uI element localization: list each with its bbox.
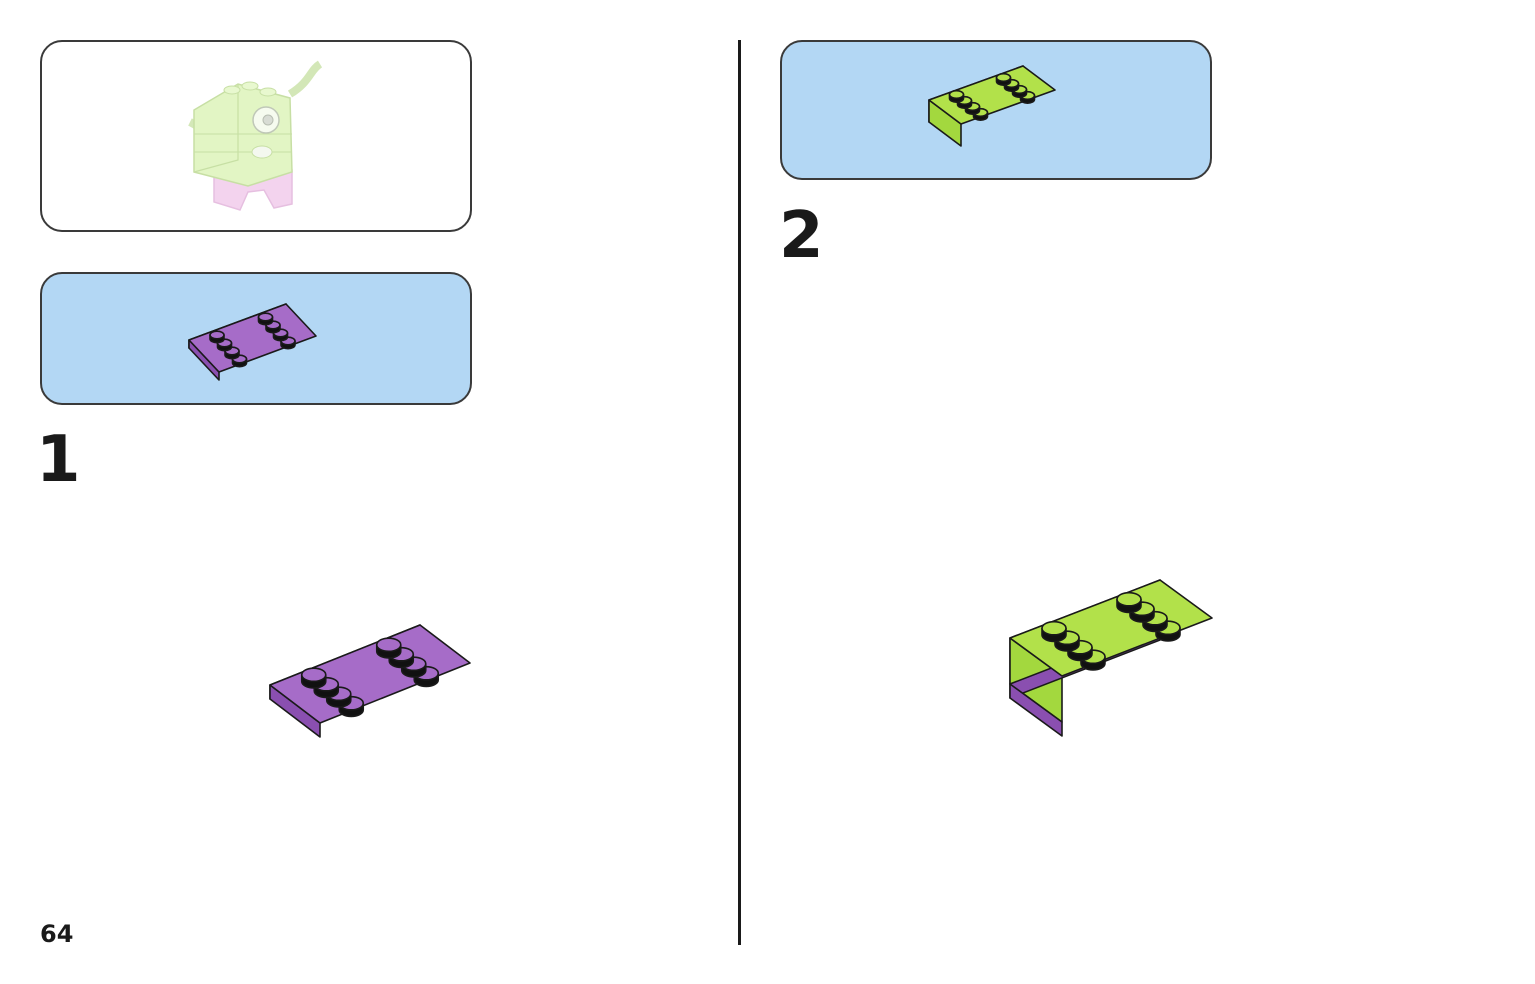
brick-front-face	[1009, 683, 1063, 737]
brick-top-face	[269, 624, 471, 724]
model-preview-panel	[40, 40, 472, 232]
brick-stud	[1041, 620, 1067, 636]
step-number-2: 2	[779, 199, 824, 273]
brick-stud	[375, 637, 402, 653]
step-1-assembly-image	[269, 624, 471, 738]
brick-stud	[948, 89, 965, 100]
brick-top-face	[188, 303, 317, 373]
brick-top-face	[1009, 579, 1213, 677]
model-preview-image	[188, 60, 323, 211]
brick-stud	[1116, 591, 1142, 607]
step-2-parts-panel	[780, 40, 1212, 180]
page-divider	[738, 40, 741, 945]
lime-brick-2x4-part	[928, 65, 1056, 147]
brick-top-face	[928, 65, 1056, 125]
brick-stud	[300, 667, 327, 683]
step-2-assembly-image	[1009, 579, 1213, 737]
brick-stud	[257, 312, 274, 322]
brick-stud	[209, 330, 225, 340]
step-1-parts-panel	[40, 272, 472, 405]
step-number-1: 1	[36, 423, 81, 497]
brick-stud	[995, 72, 1012, 83]
purple-plate-2x4-part	[188, 303, 317, 381]
page-number: 64	[40, 920, 74, 948]
